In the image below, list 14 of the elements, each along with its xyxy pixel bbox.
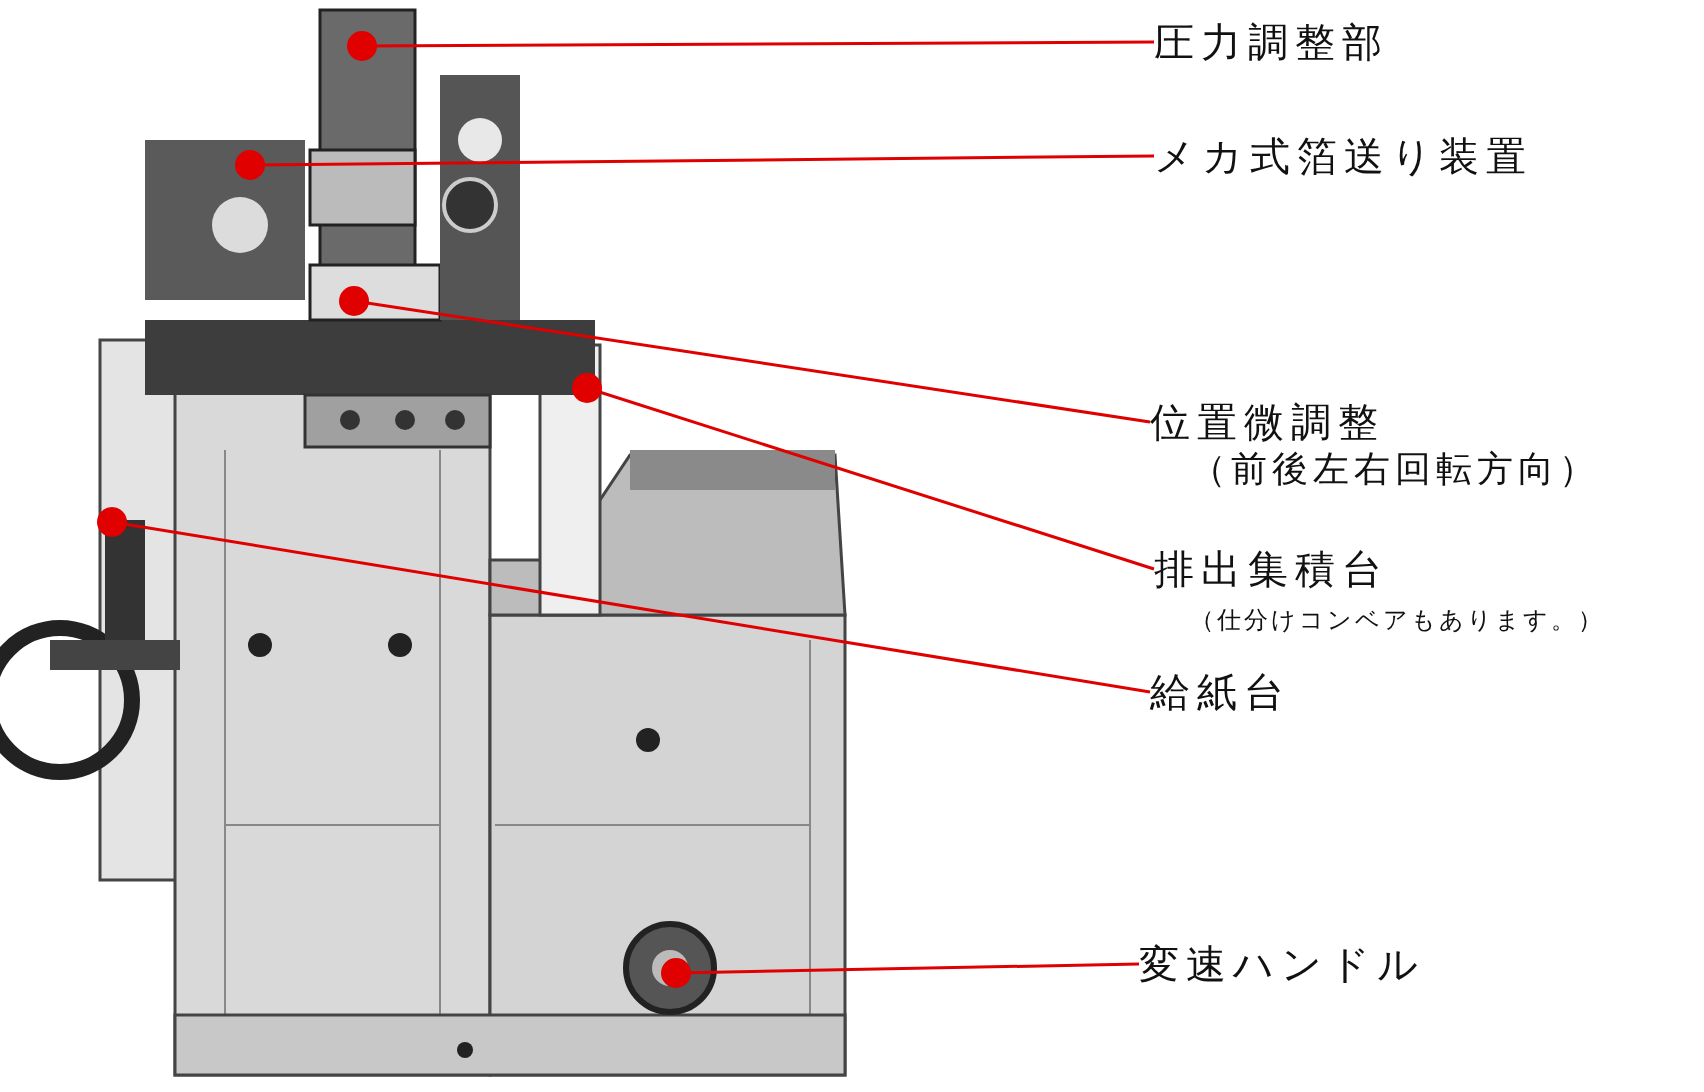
leader-line xyxy=(572,373,1155,571)
part-note: （前後左右回転方向） xyxy=(1190,447,1600,491)
leader-line xyxy=(235,150,1154,180)
leader-line xyxy=(661,958,1140,988)
leader-line xyxy=(97,507,1151,694)
part-label: メカ式箔送り装置 xyxy=(1154,132,1533,180)
part-note: （仕分けコンベアもあります。） xyxy=(1190,605,1605,636)
part-label: 位置微調整 xyxy=(1150,398,1386,446)
part-label: 排出集積台 xyxy=(1154,545,1390,593)
part-label: 圧力調整部 xyxy=(1154,18,1389,66)
leader-line xyxy=(339,286,1151,424)
leader-line xyxy=(347,31,1154,61)
part-label: 変速ハンドル xyxy=(1139,940,1425,988)
part-label: 給紙台 xyxy=(1150,668,1291,716)
